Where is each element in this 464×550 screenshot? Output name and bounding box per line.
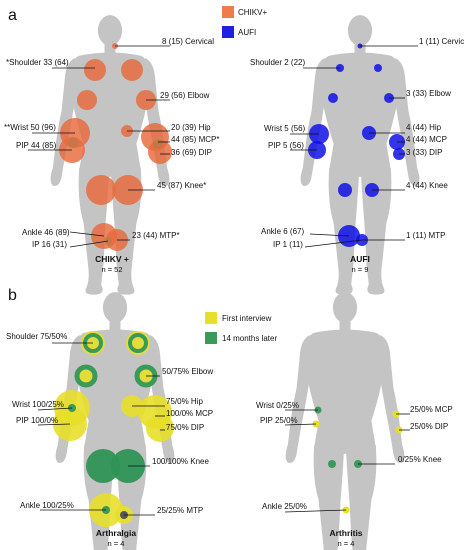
chikv-cervical-label: 8 (15) Cervical (162, 37, 214, 46)
chikv-dip-label: 36 (69) DIP (171, 148, 212, 157)
aufi-shoulder-right-bubble (374, 64, 382, 72)
arthralgia-knee-label: 100/100% Knee (152, 457, 209, 466)
legend-chikv-label: CHIKV+ (238, 8, 267, 17)
chikv-hip-label: 20 (39) Hip (171, 123, 211, 132)
chikv-mcp-label: 44 (85) MCP* (171, 135, 219, 144)
arthritis-pip-label: PIP 25/0% (260, 416, 298, 425)
arthritis-group-n: n = 4 (338, 539, 355, 548)
arthritis-mcp-label: 25/0% MCP (410, 405, 453, 414)
chikv-group-title: CHIKV + (95, 254, 129, 264)
arthralgia-14-months-bubbles (68, 333, 158, 519)
arthralgia-elbow-label: 50/75% Elbow (162, 367, 213, 376)
chikv-shoulder-label: *Shoulder 33 (64) (6, 58, 69, 67)
arthralgia-shoulder-label: Shoulder 75/50% (6, 332, 67, 341)
arthralgia-pip-label: PIP 100/0% (16, 416, 58, 425)
arthralgia-shoulder-right-later (128, 333, 148, 353)
chikv-knee-label: 45 (87) Knee* (157, 181, 206, 190)
chikv-wrist-label: **Wrist 50 (96) (4, 123, 56, 132)
arthralgia-mcp-label: 100/0% MCP (166, 409, 213, 418)
chikv-wrist-overlap-mark (68, 138, 78, 148)
arthritis-dip-label: 25/0% DIP (410, 422, 448, 431)
arthritis-wrist-label: Wrist 0/25% (256, 401, 299, 410)
legend-chikv-swatch (222, 6, 234, 18)
arthralgia-wrist-leader (37, 407, 73, 411)
arthralgia-hip-label: 75/0% Hip (166, 397, 203, 406)
chikv-pip-label: PIP 44 (85) (16, 141, 57, 150)
arthralgia-group-n: n = 4 (108, 539, 125, 548)
arthralgia-dip-label: 75/0% DIP (166, 423, 204, 432)
arthritis-pip-leader (284, 423, 317, 426)
aufi-group-n: n = 9 (352, 265, 369, 274)
chikv-shoulder-left-bubble (84, 59, 106, 81)
aufi-ip-label: IP 1 (11) (273, 240, 303, 249)
aufi-ip-leader (304, 239, 363, 248)
chikv-ip-label: IP 16 (31) (32, 240, 67, 249)
arthralgia-dip-right-first (146, 414, 174, 442)
chikv-knee-left-bubble (86, 175, 116, 205)
aufi-group-title: AUFI (350, 254, 370, 264)
legend-aufi-swatch (222, 26, 234, 38)
aufi-cervical-label: 1 (11) Cervical (419, 37, 464, 46)
aufi-mtp-label: 1 (11) MTP (406, 231, 445, 240)
aufi-knee-label: 4 (44) Knee (406, 181, 448, 190)
arthritis-ankle-label: Ankle 25/0% (262, 502, 307, 511)
arthralgia-knee-left-later (86, 449, 120, 483)
aufi-hip-label: 4 (44) Hip (406, 123, 442, 132)
arthritis-group-title: Arthritis (329, 528, 362, 538)
aufi-elbow-label: 3 (33) Elbow (406, 89, 451, 98)
aufi-dip-label: 3 (33) DIP (406, 148, 442, 157)
arthralgia-group-title: Arthralgia (96, 528, 136, 538)
legend-aufi-label: AUFI (238, 28, 256, 37)
arthralgia-elbow-left-later (74, 364, 98, 388)
aufi-mcp-label: 4 (44) MCP (406, 135, 447, 144)
chikv-ip-leader (69, 240, 109, 248)
aufi-ankle-leader (309, 233, 350, 237)
legend-14-months-swatch (205, 332, 217, 344)
chikv-group-n: n = 52 (101, 265, 122, 274)
chikv-elbow-label: 29 (56) Elbow (160, 91, 210, 100)
arthralgia-wrist-label: Wrist 100/25% (12, 400, 64, 409)
chikv-elbow-left-bubble (77, 90, 97, 110)
arthralgia-pip-leader (37, 423, 71, 426)
legend-first-interview-label: First interview (222, 314, 272, 323)
panel-a-letter: a (8, 7, 17, 24)
arthritis-knee-left-later (328, 460, 336, 468)
arthralgia-ankle-label: Ankle 100/25% (20, 501, 74, 510)
chikv-ankle-label: Ankle 46 (89) (22, 228, 70, 237)
legend-14-months-label: 14 months later (222, 334, 277, 343)
aufi-pip-label: PIP 5 (56) (268, 141, 304, 150)
arthritis-ankle-leader (284, 509, 347, 513)
aufi-wrist-label: Wrist 5 (56) (264, 124, 306, 133)
chikv-ankle-leader (69, 231, 105, 237)
arthritis-knee-label: 0/25% Knee (398, 455, 442, 464)
chikv-mcp-overlap-mark (153, 139, 163, 149)
aufi-knee-left-bubble (338, 183, 352, 197)
chikv-mtp-label: 23 (44) MTP* (132, 231, 180, 240)
aufi-shoulder-label: Shoulder 2 (22) (250, 58, 305, 67)
chikv-shoulder-right-bubble (121, 59, 143, 81)
aufi-elbow-left-bubble (328, 93, 338, 103)
aufi-ankle-label: Ankle 6 (67) (261, 227, 304, 236)
arthralgia-mtp-label: 25/25% MTP (157, 506, 203, 515)
panel-b-letter: b (8, 287, 17, 304)
legend-first-interview-swatch (205, 312, 217, 324)
